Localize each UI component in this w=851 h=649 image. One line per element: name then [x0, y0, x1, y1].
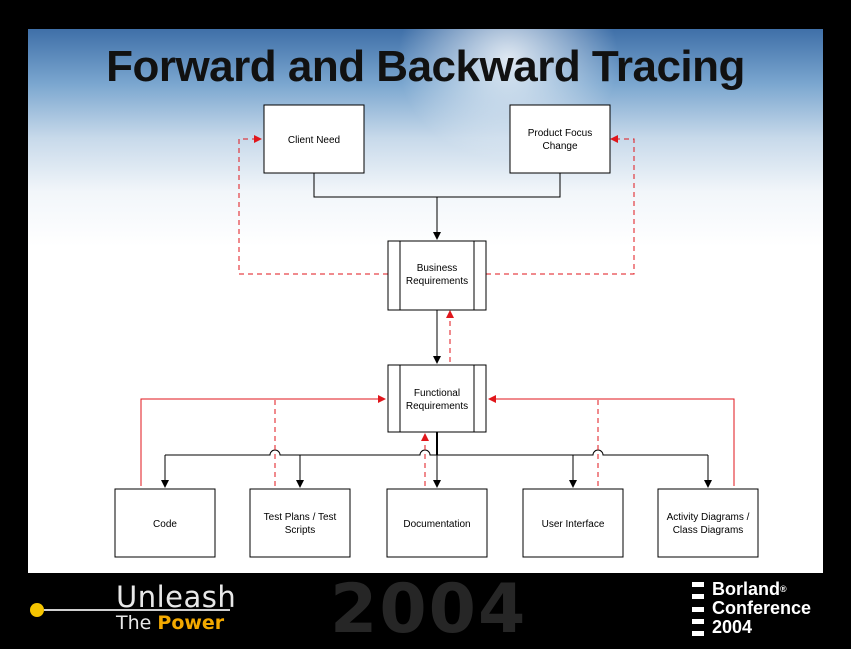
- power-word: Power: [157, 612, 225, 634]
- svg-text:Client Need: Client Need: [288, 135, 340, 146]
- business-to-product-trace: [486, 135, 635, 275]
- node-user-interface: User Interface: [522, 488, 624, 558]
- svg-text:Documentation: Documentation: [403, 519, 470, 530]
- svg-text:Code: Code: [153, 519, 177, 530]
- backward-connectors: [140, 135, 735, 486]
- svg-text:Test Plans / Test: Test Plans / Test: [264, 512, 337, 523]
- footer-bar: [0, 573, 851, 640]
- unleash-text: Unleash: [116, 580, 237, 614]
- svg-text:Business: Business: [417, 263, 458, 274]
- svg-text:Class Diagrams: Class Diagrams: [673, 525, 744, 536]
- svg-text:Functional: Functional: [414, 388, 460, 399]
- node-documentation: Documentation: [386, 488, 488, 558]
- client-to-merge: [313, 173, 437, 198]
- activity-to-functional-trace: [488, 395, 735, 486]
- conference-line: Conference: [712, 598, 812, 618]
- distribution-bus: [165, 449, 708, 456]
- svg-text:Change: Change: [542, 141, 577, 152]
- svg-text:User Interface: User Interface: [542, 519, 605, 530]
- node-test-plans: Test Plans / Test Scripts: [249, 488, 351, 558]
- year-watermark: 2004: [330, 570, 528, 649]
- svg-text:Scripts: Scripts: [285, 525, 316, 536]
- node-business-requirements: Business Requirements: [387, 240, 487, 311]
- slide-title: Forward and Backward Tracing: [106, 42, 745, 91]
- node-functional-requirements: Functional Requirements: [387, 364, 487, 433]
- svg-text:Requirements: Requirements: [406, 276, 468, 287]
- node-client-need: Client Need: [263, 104, 365, 174]
- borland-conference-logo: Borland® Conference 2004: [712, 580, 811, 637]
- unleash-underline: [44, 609, 230, 611]
- node-code: Code: [114, 488, 216, 558]
- node-product-focus: Product Focus Change: [509, 104, 611, 174]
- the-power-text: The Power: [116, 612, 224, 634]
- conference-year-line: 2004: [712, 617, 753, 637]
- yellow-dot-icon: [30, 603, 44, 617]
- business-to-client-trace: [238, 135, 388, 275]
- code-to-functional-trace: [140, 395, 386, 486]
- borland-line: Borland®: [712, 579, 787, 599]
- borcon-logo-icon: [692, 582, 704, 636]
- svg-text:Requirements: Requirements: [406, 401, 468, 412]
- product-to-merge: [437, 173, 561, 198]
- node-activity-diagrams: Activity Diagrams / Class Diagrams: [657, 488, 759, 558]
- svg-text:Activity Diagrams /: Activity Diagrams /: [667, 512, 750, 523]
- forward-connectors: [161, 173, 712, 488]
- svg-text:Product Focus: Product Focus: [528, 128, 592, 139]
- the-word: The: [116, 612, 158, 634]
